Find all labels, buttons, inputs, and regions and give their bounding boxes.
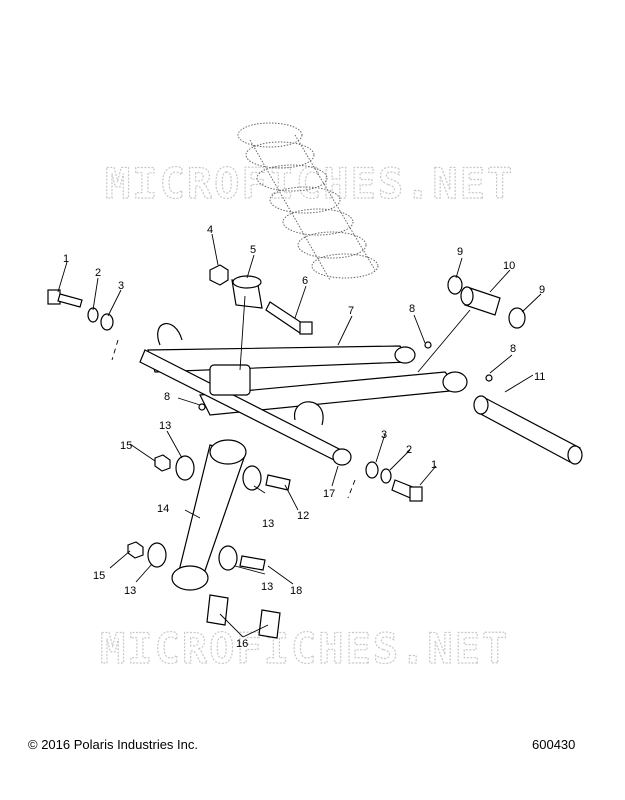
- copyright-text: © 2016 Polaris Industries Inc.: [28, 737, 198, 752]
- watermark-bottom: MICROFICHES.NET: [100, 624, 509, 673]
- callout-14: 14: [157, 503, 169, 515]
- callout-13: 13: [159, 420, 171, 432]
- callout-10: 10: [503, 260, 515, 272]
- callout-6: 6: [302, 275, 308, 287]
- left-bolt-stack[interactable]: [47, 289, 119, 361]
- callout-15: 15: [120, 440, 132, 452]
- callout-13: 13: [124, 585, 136, 597]
- ghost-spring: [237, 122, 379, 281]
- diagram-number: 600430: [532, 737, 576, 752]
- callout-2: 2: [95, 267, 101, 279]
- callout-13: 13: [261, 581, 273, 593]
- callout-9: 9: [457, 246, 463, 258]
- callout-7: 7: [348, 305, 354, 317]
- leader-lines: [57, 233, 542, 638]
- callout-15: 15: [93, 570, 105, 582]
- grease-fittings[interactable]: [198, 341, 493, 411]
- bushing-assembly[interactable]: [447, 275, 526, 329]
- callout-16: 16: [236, 638, 248, 650]
- callout-4: 4: [207, 224, 213, 236]
- callout-9: 9: [539, 284, 545, 296]
- callout-8: 8: [510, 343, 516, 355]
- callout-3: 3: [118, 280, 124, 292]
- upper-hardware[interactable]: [209, 264, 313, 335]
- pivot-tube[interactable]: [473, 395, 583, 465]
- callout-13: 13: [262, 518, 274, 530]
- callout-3: 3: [381, 429, 387, 441]
- callout-18: 18: [290, 585, 302, 597]
- callout-12: 12: [297, 510, 309, 522]
- callout-17: 17: [323, 488, 335, 500]
- right-bolt-stack[interactable]: [347, 461, 423, 502]
- callout-11: 11: [534, 371, 545, 383]
- callout-1: 1: [431, 459, 437, 471]
- callout-1: 1: [63, 253, 69, 265]
- a-arm[interactable]: [139, 322, 468, 466]
- callout-8: 8: [164, 391, 170, 403]
- callout-5: 5: [250, 244, 256, 256]
- callout-2: 2: [406, 444, 412, 456]
- callout-8: 8: [409, 303, 415, 315]
- callout-labels: 1 2 3 4 5 6 7 8 9 10 9 8 11 8 13 15 14 1…: [63, 224, 545, 650]
- link-assembly[interactable]: [127, 439, 291, 639]
